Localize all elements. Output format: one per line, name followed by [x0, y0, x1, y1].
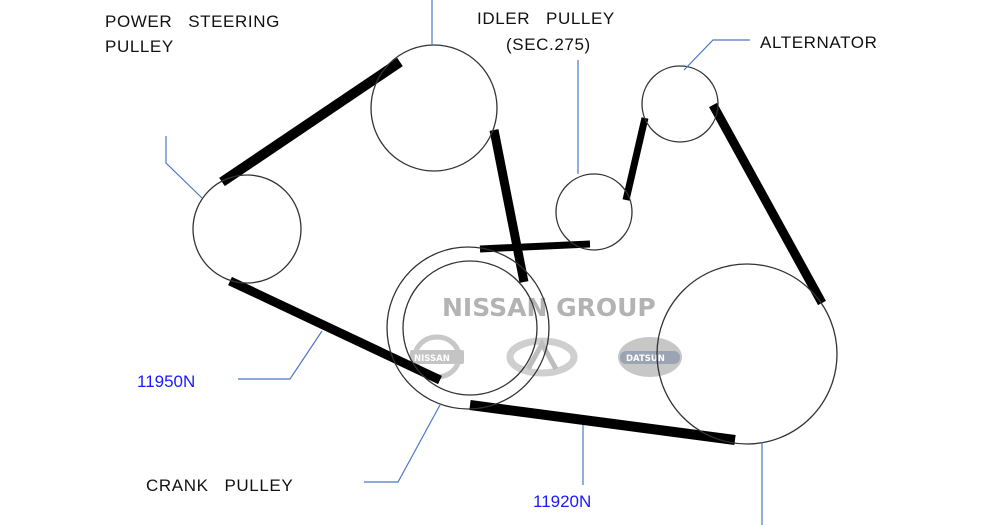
alternator-pulley[interactable] [641, 65, 719, 143]
label-crank-pulley: CRANK PULLEY [146, 476, 293, 495]
belt-11950n-upper-span [219, 57, 403, 187]
datsun-logo-icon: DATSUN [618, 337, 682, 377]
ac-compressor-pulley[interactable] [656, 263, 838, 445]
infiniti-logo-icon [506, 337, 578, 377]
part-number-11920n: 11920N [533, 492, 591, 511]
leader-crank [364, 404, 441, 483]
leader-power-steering [165, 136, 203, 199]
labels: POWER STEERING PULLEY IDLER PULLEY (SEC.… [105, 9, 877, 511]
label-power-steering-line2: PULLEY [105, 37, 174, 56]
idler-pulley[interactable] [555, 173, 633, 251]
label-idler-line1: IDLER PULLEY [477, 9, 615, 28]
pulleys [192, 44, 838, 445]
belt-11920n-alt-large-span [709, 102, 826, 306]
water-pump-pulley[interactable] [370, 44, 498, 172]
leader-11950n [238, 330, 323, 380]
label-alternator: ALTERNATOR [760, 33, 877, 52]
label-power-steering-line1: POWER STEERING [105, 12, 280, 31]
crank-pulley-inner [402, 260, 538, 396]
belt-11920n-bottom-span [469, 400, 736, 445]
belt-11920n-idler-alt-span [622, 117, 649, 201]
crank-pulley-outer[interactable] [386, 246, 550, 410]
power-steering-pulley[interactable] [192, 174, 302, 284]
belt-11950n-right-span [489, 129, 529, 283]
belt-11950n-lower-span [228, 276, 442, 385]
watermark: NISSAN GROUP NISSAN DATSUN [410, 293, 682, 380]
belts [219, 57, 826, 445]
label-idler-line2: (SEC.275) [506, 35, 591, 54]
part-number-11950n: 11950N [137, 372, 195, 391]
belt-11920n-crank-idler-span [479, 240, 591, 253]
leader-lines [165, 0, 763, 525]
nissan-logo-text: NISSAN [414, 354, 450, 364]
datsun-logo-text: DATSUN [626, 354, 665, 364]
leader-alternator [683, 39, 750, 71]
